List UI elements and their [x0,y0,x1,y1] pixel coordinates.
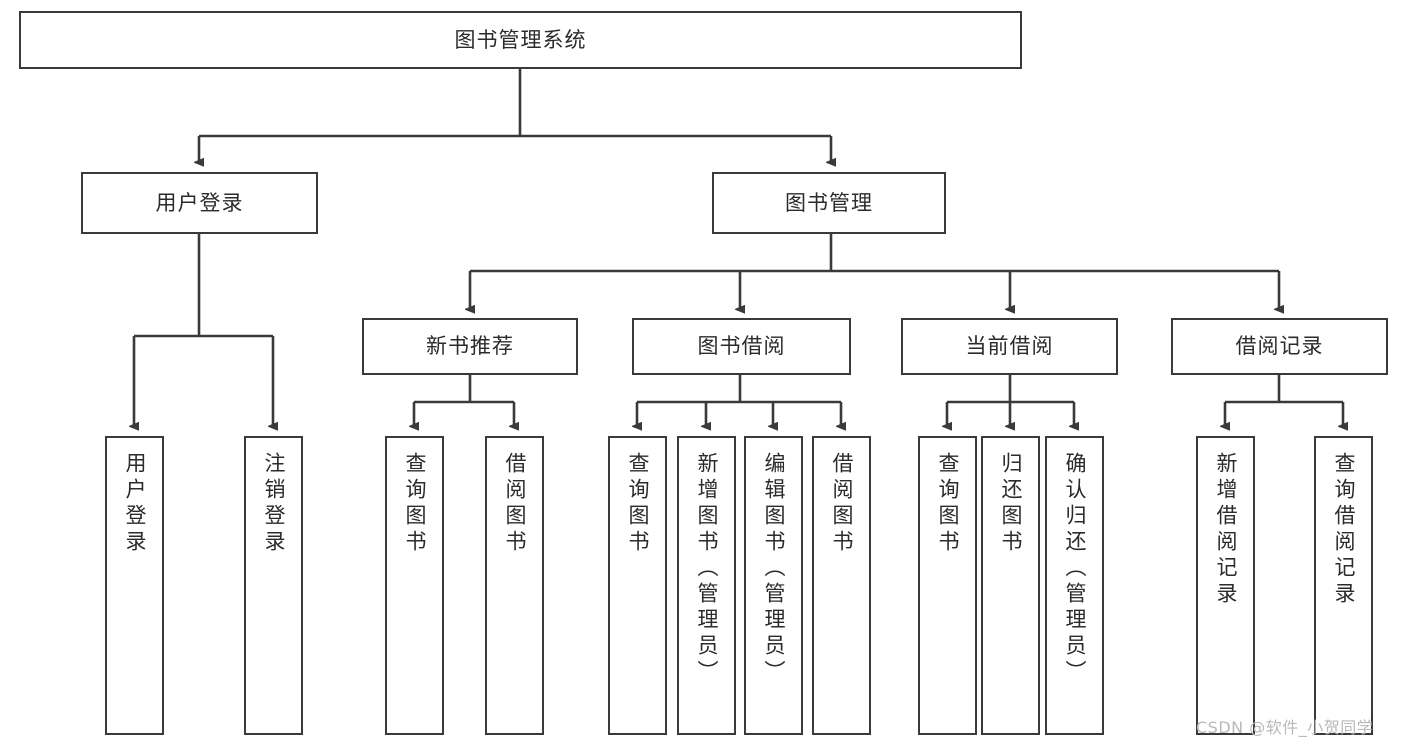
node-label: 新书推荐 [426,334,514,359]
node-label: 新增借阅记录 [1214,452,1238,608]
node-label: 确认归还（管理员） [1063,452,1087,686]
node-leaf-return-book[interactable]: 归还图书 [981,436,1040,735]
node-label: 新增图书（管理员） [695,452,719,686]
watermark: CSDN @软件_小贺同学 [1196,718,1374,737]
node-label: 查询图书 [626,452,650,556]
node-book-management[interactable]: 图书管理 [712,172,946,234]
node-leaf-add-borrow-record[interactable]: 新增借阅记录 [1196,436,1255,735]
node-label: 当前借阅 [965,334,1054,359]
node-label: 用户登录 [155,190,244,215]
node-book-borrow[interactable]: 图书借阅 [632,318,851,375]
node-root-book-management-system[interactable]: 图书管理系统 [19,11,1022,69]
node-leaf-borrow-book[interactable]: 借阅图书 [812,436,871,735]
node-leaf-confirm-return-admin[interactable]: 确认归还（管理员） [1045,436,1104,735]
node-label: 借阅图书 [503,452,527,556]
node-borrow-record[interactable]: 借阅记录 [1171,318,1388,375]
node-label: 查询图书 [936,452,960,556]
node-user-login[interactable]: 用户登录 [81,172,318,234]
node-leaf-add-book-admin[interactable]: 新增图书（管理员） [677,436,736,735]
node-label: 借阅记录 [1235,334,1324,359]
node-label: 编辑图书（管理员） [762,452,786,686]
node-leaf-query-borrow-record[interactable]: 查询借阅记录 [1314,436,1373,735]
node-label: 图书管理系统 [454,27,587,52]
node-leaf-user-login[interactable]: 用户登录 [105,436,164,735]
node-label: 图书管理 [785,190,873,215]
node-new-book-recommend[interactable]: 新书推荐 [362,318,578,375]
node-current-borrow[interactable]: 当前借阅 [901,318,1118,375]
node-leaf-query-book-current[interactable]: 查询图书 [918,436,977,735]
node-leaf-query-book-borrow[interactable]: 查询图书 [608,436,667,735]
node-label: 借阅图书 [830,452,854,556]
node-leaf-logout[interactable]: 注销登录 [244,436,303,735]
node-leaf-query-book-recommend[interactable]: 查询图书 [385,436,444,735]
node-label: 归还图书 [999,452,1023,556]
node-label: 注销登录 [262,452,286,556]
node-leaf-borrow-book-recommend[interactable]: 借阅图书 [485,436,544,735]
node-label: 查询借阅记录 [1332,452,1356,608]
node-label: 查询图书 [403,452,427,556]
node-leaf-edit-book-admin[interactable]: 编辑图书（管理员） [744,436,803,735]
node-label: 用户登录 [123,452,147,556]
node-label: 图书借阅 [697,334,786,359]
